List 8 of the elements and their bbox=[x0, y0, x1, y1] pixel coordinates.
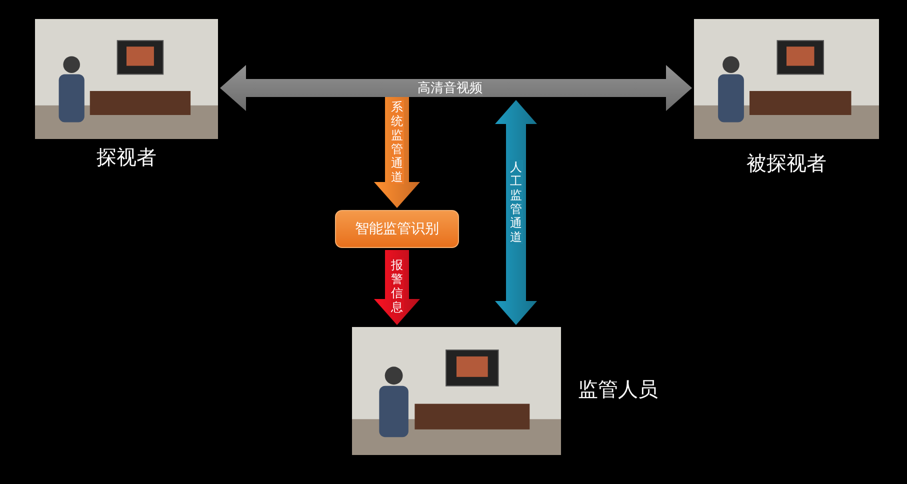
caption-text: 被探视者 bbox=[746, 151, 828, 175]
caption-text: 监管人员 bbox=[578, 377, 659, 401]
edge-label: 人工监管通道 bbox=[510, 160, 522, 244]
edge-label: 高清音视频 bbox=[418, 81, 482, 96]
caption-text: 探视者 bbox=[96, 145, 158, 169]
edge-label: 报警信息 bbox=[390, 258, 404, 314]
process-box: 智能监管识别 bbox=[335, 210, 459, 248]
edge-label: 系统监管通道 bbox=[390, 100, 404, 184]
